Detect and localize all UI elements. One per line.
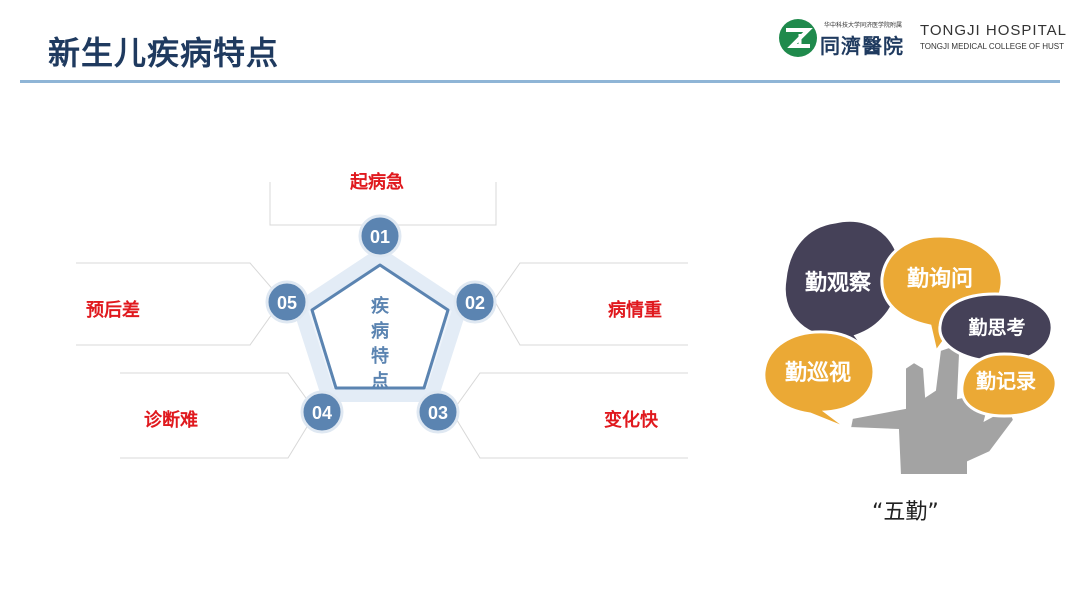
svg-text:勤记录: 勤记录 bbox=[976, 369, 1036, 393]
svg-text:勤思考: 勤思考 bbox=[968, 316, 1025, 339]
bubble-patrol: 勤巡视 bbox=[764, 332, 874, 430]
five-diligence-caption: “五勤” bbox=[872, 494, 939, 526]
svg-text:勤观察: 勤观察 bbox=[805, 270, 872, 296]
svg-text:勤巡视: 勤巡视 bbox=[785, 360, 851, 386]
bubble-record: 勤记录 bbox=[962, 354, 1056, 416]
svg-text:勤询问: 勤询问 bbox=[907, 266, 973, 292]
